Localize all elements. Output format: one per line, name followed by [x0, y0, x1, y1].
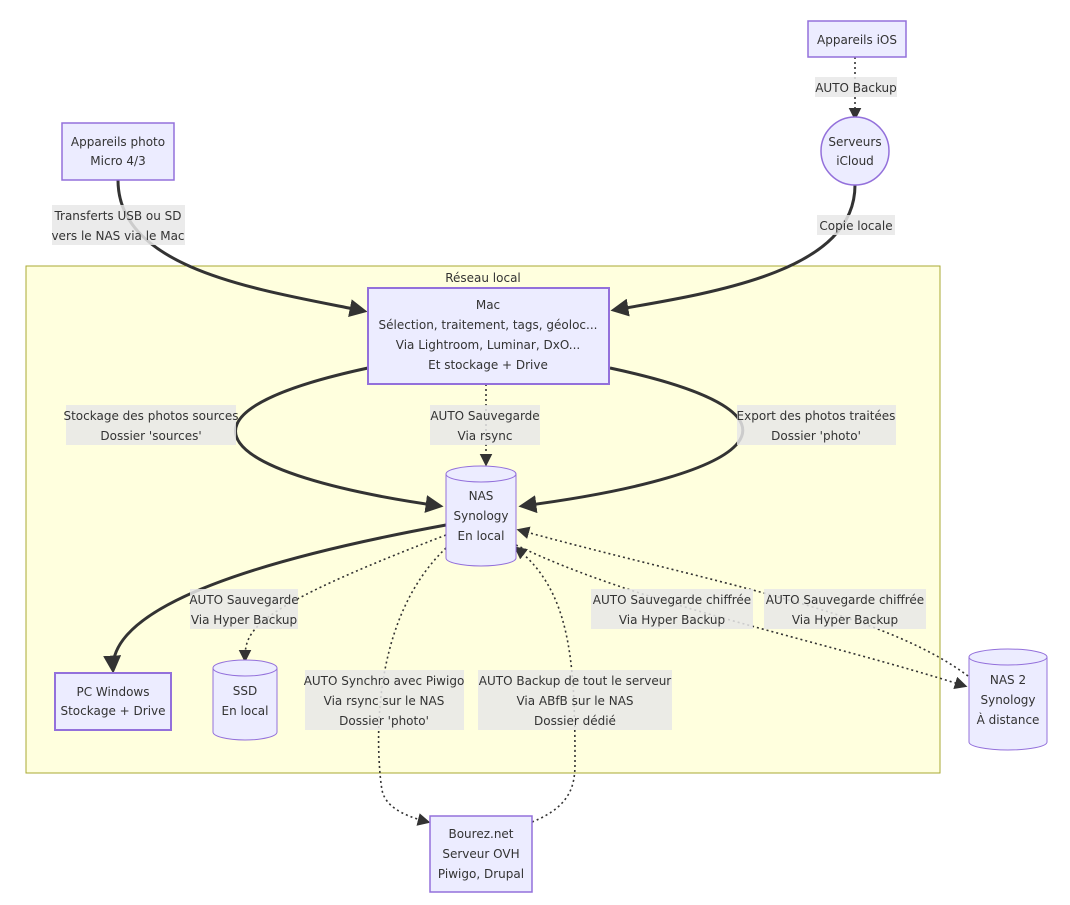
node-ssd-line-2: En local: [222, 704, 269, 718]
node-pc-windows-line-2: Stockage + Drive: [60, 704, 165, 718]
node-appareils-photo: Appareils photo Micro 4/3: [61, 122, 175, 181]
label-mac-export-line-2: Dossier 'photo': [771, 429, 861, 443]
node-serveurs-icloud-line-1: Serveurs: [828, 135, 881, 149]
node-nas-line-2: Synology: [453, 509, 508, 523]
node-serveurs-icloud-line-2: iCloud: [836, 154, 874, 168]
edge-bourez-to-nas: [513, 546, 576, 823]
label-mac-export-line-1: Export des photos traitées: [737, 409, 896, 423]
node-bourez-line-2: Serveur OVH: [442, 847, 519, 861]
label-nas-ssd: AUTO Sauvegarde Via Hyper Backup: [189, 589, 299, 629]
nodes: Appareils photo Micro 4/3 Appareils iOS …: [54, 20, 1048, 893]
label-photo-to-mac-line-1: Transferts USB ou SD: [53, 209, 181, 223]
label-mac-sources-line-2: Dossier 'sources': [100, 429, 201, 443]
node-mac-line-4: Et stockage + Drive: [428, 358, 548, 372]
node-ssd: SSD En local: [212, 659, 278, 741]
label-bourez-nas-line-3: Dossier dédié: [534, 714, 616, 728]
label-icloud-to-mac: Copie locale: [817, 215, 895, 235]
edge-labels: AUTO Backup Transferts USB ou SD vers le…: [51, 77, 926, 730]
node-bourez-line-3: Piwigo, Drupal: [438, 867, 524, 881]
node-nas: NAS Synology En local: [445, 465, 517, 567]
label-nas-nas2-line-1: AUTO Sauvegarde chiffrée: [593, 593, 751, 607]
node-bourez: Bourez.net Serveur OVH Piwigo, Drupal: [429, 815, 533, 893]
label-nas2-nas: AUTO Sauvegarde chiffrée Via Hyper Backu…: [764, 589, 926, 629]
label-nas-nas2-line-2: Via Hyper Backup: [619, 613, 725, 627]
node-mac-line-1: Mac: [476, 298, 500, 312]
label-nas-bourez-line-1: AUTO Synchro avec Piwigo: [304, 674, 465, 688]
node-nas2-line-2: Synology: [980, 693, 1035, 707]
node-mac: Mac Sélection, traitement, tags, géoloc.…: [367, 287, 610, 385]
label-ios-to-icloud: AUTO Backup: [815, 77, 897, 97]
label-nas2-nas-line-1: AUTO Sauvegarde chiffrée: [766, 593, 924, 607]
node-ssd-line-1: SSD: [233, 684, 257, 698]
edge-mac-to-nas-sources: [234, 366, 444, 513]
label-ios-to-icloud-line-1: AUTO Backup: [815, 81, 897, 95]
node-appareils-photo-line-2: Micro 4/3: [90, 154, 145, 168]
label-mac-sources-line-1: Stockage des photos sources: [63, 409, 238, 423]
node-appareils-ios-line-1: Appareils iOS: [817, 33, 897, 47]
label-nas-bourez: AUTO Synchro avec Piwigo Via rsync sur l…: [304, 670, 465, 730]
label-nas-ssd-line-2: Via Hyper Backup: [191, 613, 297, 627]
node-nas-line-3: En local: [458, 529, 505, 543]
label-photo-to-mac-line-2: vers le NAS via le Mac: [51, 229, 184, 243]
node-bourez-line-1: Bourez.net: [448, 827, 513, 841]
node-nas-line-1: NAS: [469, 489, 494, 503]
label-bourez-nas-line-2: Via ABfB sur le NAS: [516, 694, 633, 708]
label-mac-rsync-line-2: Via rsync: [458, 429, 513, 443]
label-nas-nas2: AUTO Sauvegarde chiffrée Via Hyper Backu…: [591, 589, 753, 629]
label-mac-sources: Stockage des photos sources Dossier 'sou…: [63, 405, 239, 445]
label-mac-rsync: AUTO Sauvegarde Via rsync: [430, 405, 540, 445]
node-mac-line-3: Via Lightroom, Luminar, DxO...: [396, 338, 580, 352]
label-bourez-nas: AUTO Backup de tout le serveur Via ABfB …: [478, 670, 672, 730]
label-icloud-to-mac-line-1: Copie locale: [819, 219, 892, 233]
node-mac-line-2: Sélection, traitement, tags, géoloc...: [379, 318, 598, 332]
node-pc-windows-line-1: PC Windows: [77, 685, 150, 699]
node-pc-windows: PC Windows Stockage + Drive: [54, 672, 172, 731]
edge-nas-to-bourez: [377, 547, 447, 826]
cluster-title: Réseau local: [445, 271, 521, 285]
label-mac-export: Export des photos traitées Dossier 'phot…: [737, 405, 896, 445]
label-photo-to-mac: Transferts USB ou SD vers le NAS via le …: [51, 205, 185, 245]
node-appareils-ios: Appareils iOS: [807, 20, 907, 58]
node-nas2: NAS 2 Synology À distance: [968, 648, 1048, 751]
node-nas2-line-3: À distance: [977, 712, 1040, 727]
label-bourez-nas-line-1: AUTO Backup de tout le serveur: [479, 674, 672, 688]
label-nas2-nas-line-2: Via Hyper Backup: [792, 613, 898, 627]
node-serveurs-icloud: Serveurs iCloud: [820, 116, 890, 186]
label-mac-rsync-line-1: AUTO Sauvegarde: [430, 409, 539, 423]
node-appareils-photo-line-1: Appareils photo: [71, 135, 165, 149]
edge-nas-to-pc: [103, 523, 447, 674]
label-nas-bourez-line-3: Dossier 'photo': [339, 714, 429, 728]
node-nas2-line-1: NAS 2: [990, 673, 1026, 687]
label-nas-bourez-line-2: Via rsync sur le NAS: [324, 694, 445, 708]
label-nas-ssd-line-1: AUTO Sauvegarde: [189, 593, 298, 607]
